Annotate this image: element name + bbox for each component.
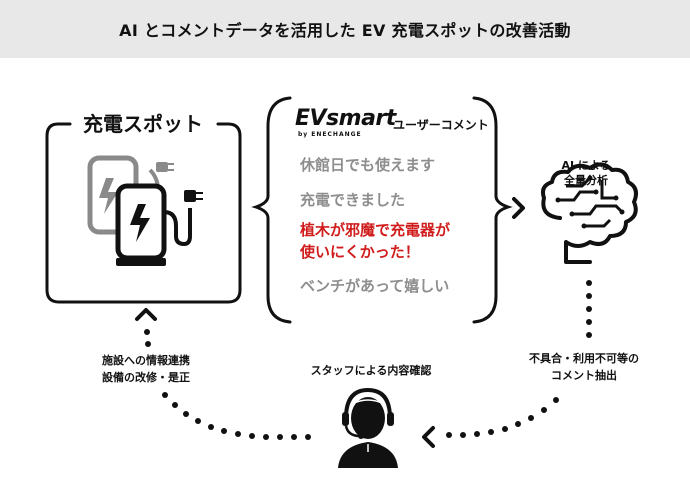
evsmart-logo: EVsmart <box>295 106 396 131</box>
comment-item: ベンチがあって嬉しい <box>300 277 450 295</box>
comment-item: 休館日でも使えます <box>300 156 436 174</box>
facility-line2: 設備の改修・是正 <box>102 371 190 384</box>
headset-operator-icon <box>338 387 398 468</box>
comment-item-highlight: 植木が邪魔で充電器が <box>300 221 451 239</box>
chevron-left-icon <box>422 426 435 448</box>
extraction-step-label: 不具合・利用不可等の コメント抽出 <box>514 350 654 384</box>
page-title: AI とコメントデータを活用した EV 充電スポットの改善活動 <box>119 21 571 40</box>
ev-charger-icon <box>87 155 203 266</box>
facility-line1: 施設への情報連携 <box>102 354 190 367</box>
facility-feedback-label: 施設への情報連携 設備の改修・是正 <box>102 352 222 386</box>
ai-label-line1: AI による <box>561 159 611 172</box>
ai-analysis-label: AI による 全量分析 <box>528 158 644 188</box>
flow-dots <box>144 280 592 440</box>
evsmart-logo-sub: by ENECHANGE <box>298 131 362 138</box>
chevron-right-icon <box>512 197 525 219</box>
chevron-up-icon <box>135 308 157 321</box>
extraction-line1: 不具合・利用不可等の <box>529 352 639 365</box>
brain-icon <box>541 162 638 264</box>
charging-spot-frame <box>45 122 242 304</box>
header-banner: AI とコメントデータを活用した EV 充電スポットの改善活動 <box>0 0 690 58</box>
comment-item-highlight: 使いにくかった！ <box>300 243 420 261</box>
comments-brace-left <box>251 96 292 324</box>
comment-item: 充電できました <box>300 191 406 209</box>
charging-spot-title: 充電スポット <box>83 112 203 136</box>
user-comments-caption: ユーザーコメント <box>393 118 489 132</box>
extraction-line2: コメント抽出 <box>551 369 617 382</box>
comments-brace-right <box>472 96 513 324</box>
staff-check-label: スタッフによる内容確認 <box>310 364 432 377</box>
ai-label-line2: 全量分析 <box>564 174 608 187</box>
